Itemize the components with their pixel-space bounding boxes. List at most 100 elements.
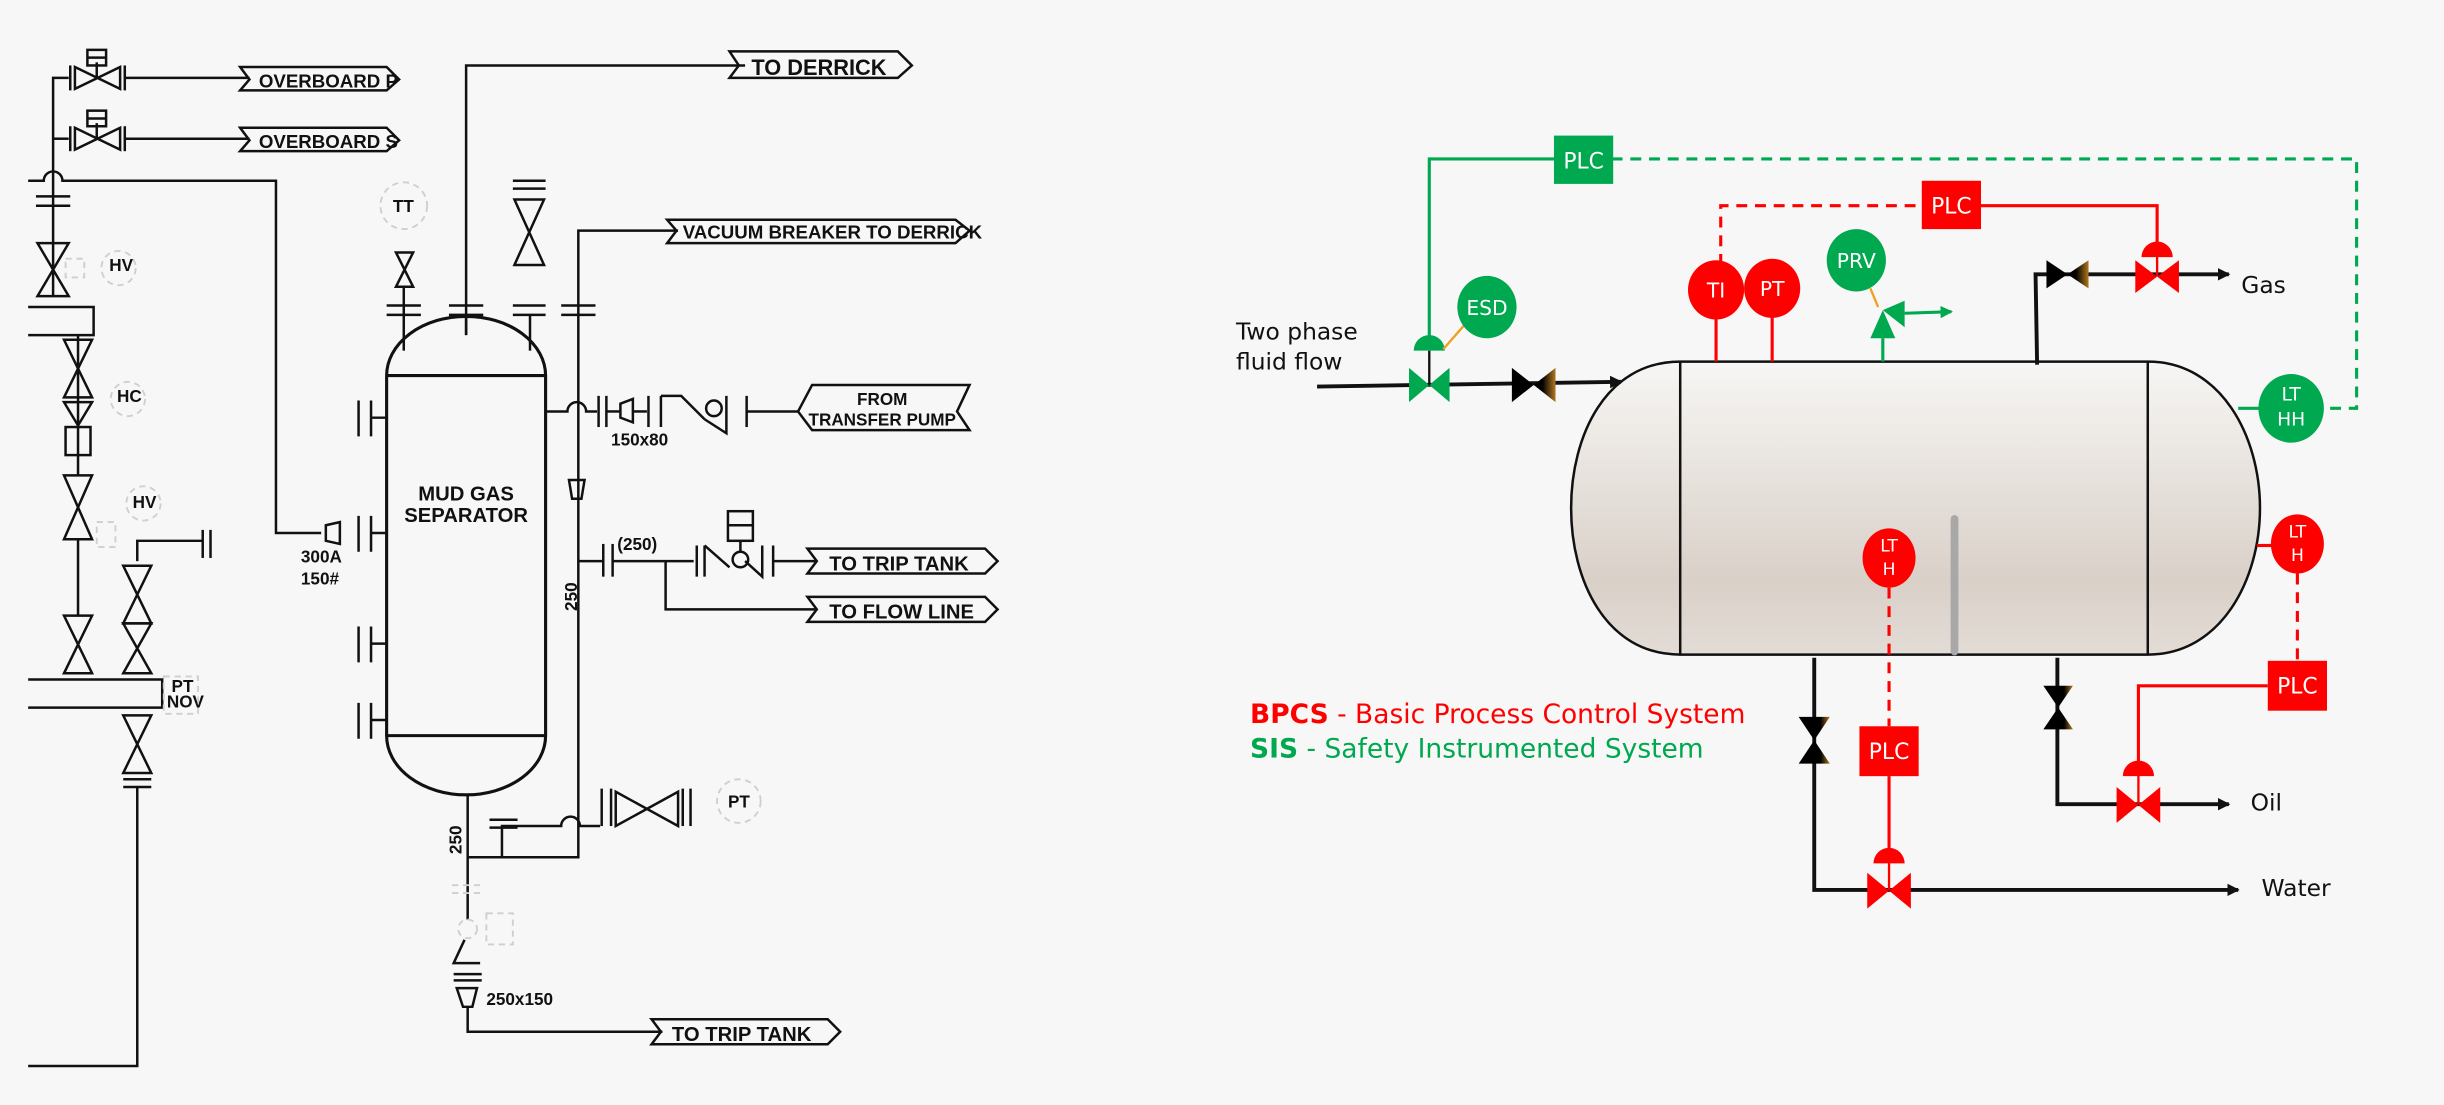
offpage-label: TO DERRICK: [751, 55, 886, 80]
offpage-overboard-p[interactable]: OVERBOARD P: [237, 65, 401, 92]
vessel-label: SEPARATOR: [404, 505, 528, 527]
inlet-label: fluid flow: [1236, 347, 1342, 375]
oil-outlet-pipe: [2055, 657, 2231, 811]
legend-bpcs: BPCS - Basic Process Control System: [1250, 699, 1745, 730]
three-phase-separator-diagram: Two phase fluid flow ESD PLC TI: [1235, 135, 2359, 909]
hc-valve-icon[interactable]: [61, 338, 95, 457]
prv-tag: PRV: [1837, 249, 1876, 273]
offpage-label: TO TRIP TANK: [829, 553, 969, 575]
blind-flange-icon: [201, 529, 212, 558]
sis-plc-box[interactable]: PLC: [1553, 135, 1614, 184]
gas-control-valve-icon[interactable]: [2135, 241, 2179, 294]
offpage-from-transfer-pump[interactable]: FROM TRANSFER PUMP: [796, 383, 972, 432]
double-block-valve-icon[interactable]: [121, 564, 154, 675]
gas-outlet-label: Gas: [2241, 271, 2286, 299]
bpcs-oil-signal-line: [2136, 684, 2268, 772]
sis-signal-line: [1427, 157, 1559, 340]
reducer-icon: [567, 478, 587, 500]
legend-sis-abbr: SIS: [1250, 733, 1298, 764]
prv-instrument[interactable]: PRV: [1826, 229, 1886, 292]
lower-valve-icon[interactable]: [121, 714, 154, 789]
lth-interface-instrument[interactable]: LT H: [1862, 528, 1916, 588]
bpcs-plc-oil[interactable]: PLC: [2267, 660, 2327, 711]
pt-nov-tag: NOV: [167, 692, 205, 712]
pt-isolation-valve-icon[interactable]: [600, 788, 692, 829]
lower-manifold: [28, 678, 164, 709]
legend-sis-text: - Safety Instrumented System: [1298, 733, 1704, 764]
relief-valve-icon[interactable]: [512, 179, 546, 351]
offpage-label: OVERBOARD S: [259, 131, 398, 152]
offpage-label: TO TRIP TANK: [672, 1024, 812, 1046]
gas-outlet-pipe: [2033, 268, 2231, 365]
offpage-label: TO FLOW LINE: [829, 602, 974, 624]
to-derrick-pipe: [464, 64, 746, 336]
hv-valve-2-icon[interactable]: [62, 474, 95, 675]
pressure-relief-valve-icon[interactable]: [1870, 300, 1953, 362]
inlet-pipe-to-separator: [28, 170, 322, 535]
hv-instrument-1: HV: [64, 249, 137, 287]
reducer-icon: [455, 986, 479, 1009]
water-outlet-label: Water: [2262, 874, 2331, 902]
sis-signal-dashed-line: [1611, 157, 2359, 410]
plc-label: PLC: [2277, 675, 2318, 700]
overboard-header-pipe: [51, 76, 69, 172]
transfer-pump-pipe: [545, 400, 598, 413]
oil-control-valve-icon[interactable]: [2116, 760, 2161, 823]
size-label: 300A: [301, 547, 342, 567]
pt-nov-tag: PT: [172, 676, 194, 696]
esd-valve-icon[interactable]: [1409, 335, 1450, 403]
flow-line-pipe: [612, 559, 816, 611]
size-label: (250): [617, 534, 657, 554]
offpage-vacuum-breaker[interactable]: VACUUM BREAKER TO DERRICK: [664, 218, 983, 245]
hv-instrument-2: HV: [95, 485, 162, 548]
plc-label: PLC: [1563, 149, 1604, 174]
flange-icon: [602, 543, 614, 577]
size-label: 250x150: [486, 989, 553, 1009]
offpage-to-flow-line[interactable]: TO FLOW LINE: [804, 595, 1000, 624]
hv-valve-icon[interactable]: [35, 241, 71, 298]
lth-tag: LT: [2289, 523, 2307, 543]
offpage-to-derrick[interactable]: TO DERRICK: [727, 50, 914, 80]
pt-instrument[interactable]: PT: [1744, 258, 1801, 318]
mud-gas-separator-vessel[interactable]: MUD GAS SEPARATOR: [385, 314, 548, 797]
esd-instrument[interactable]: ESD: [1457, 275, 1517, 339]
lthh-instrument[interactable]: LT HH: [2258, 374, 2324, 443]
three-phase-separator-vessel[interactable]: [1569, 360, 2262, 656]
offpage-to-trip-tank-2[interactable]: TO TRIP TANK: [649, 1018, 842, 1046]
trip-tank-drain-pipe: [466, 1006, 663, 1033]
pt-tap-pipe: [500, 815, 601, 858]
pt-tag: PT: [1760, 277, 1785, 301]
plc-label: PLC: [1931, 195, 1972, 220]
inlet-label: Two phase: [1235, 318, 1358, 346]
side-nozzles: [324, 400, 387, 739]
bpcs-plc-water[interactable]: PLC: [1859, 726, 1919, 777]
bypass-pipe: [467, 545, 580, 859]
water-control-valve-icon[interactable]: [1867, 847, 1911, 909]
esd-link-line: [1442, 323, 1467, 350]
bpcs-plc-gas[interactable]: PLC: [1921, 180, 1982, 230]
size-label: 150#: [301, 568, 340, 588]
offpage-to-trip-tank[interactable]: TO TRIP TANK: [804, 547, 1000, 576]
size-label: 150x80: [611, 430, 668, 450]
bpcs-signal-dashed-line: [1719, 204, 1924, 265]
plc-label: PLC: [1869, 740, 1910, 765]
actuated-check-valve-icon[interactable]: [695, 509, 816, 580]
lth-oil-instrument[interactable]: LT H: [2270, 514, 2324, 574]
lthh-tag: LT: [2282, 385, 2302, 406]
ti-instrument[interactable]: TI: [1688, 260, 1745, 320]
overboard-s-actuated-valve-icon[interactable]: [68, 109, 127, 152]
size-label: 250: [445, 825, 465, 854]
vessel-label: MUD GAS: [418, 483, 514, 505]
flange-icon: [35, 195, 71, 207]
legend-sis: SIS - Safety Instrumented System: [1250, 733, 1704, 764]
legend-bpcs-text: - Basic Process Control System: [1329, 699, 1746, 730]
offpage-overboard-s[interactable]: OVERBOARD S: [237, 126, 401, 153]
overboard-p-actuated-valve-icon[interactable]: [68, 48, 127, 91]
check-valve-icon[interactable]: [659, 394, 799, 436]
prv-link-line: [1869, 287, 1880, 308]
offpage-label: TRANSFER PUMP: [808, 409, 955, 429]
water-block-valve-icon[interactable]: [1798, 716, 1830, 764]
bpcs-signal-line: [1979, 204, 2159, 244]
tt-root-valve-icon[interactable]: [386, 251, 421, 340]
